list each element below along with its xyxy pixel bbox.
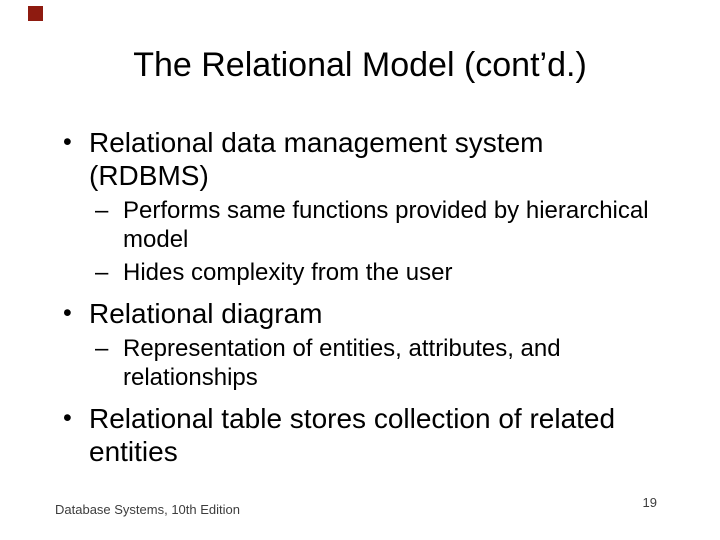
- slide-title: The Relational Model (cont’d.): [133, 46, 587, 84]
- list-item: • Relational diagram: [60, 297, 680, 330]
- list-item: • Relational table stores collection of …: [60, 402, 680, 468]
- page-number: 19: [642, 495, 657, 510]
- list-item: – Hides complexity from the user: [94, 258, 680, 287]
- list-item: – Performs same functions provided by hi…: [94, 196, 680, 254]
- dash-bullet-icon: –: [95, 259, 109, 286]
- dash-bullet-icon: –: [95, 335, 109, 362]
- dash-bullet-icon: –: [95, 197, 109, 224]
- list-item-text: Performs same functions provided by hier…: [123, 197, 649, 253]
- footer-book-title: Database Systems, 10th Edition: [55, 502, 240, 517]
- list-item-text: Relational data management system (RDBMS…: [89, 127, 544, 191]
- list-item-text: Relational diagram: [89, 298, 323, 329]
- bullet-dot-icon: •: [63, 299, 72, 327]
- list-item: • Relational data management system (RDB…: [60, 126, 680, 192]
- bullet-dot-icon: •: [63, 404, 72, 432]
- list-item: – Representation of entities, attributes…: [94, 334, 680, 392]
- accent-square-icon: [28, 6, 43, 21]
- list-item-text: Hides complexity from the user: [123, 259, 453, 286]
- list-item-text: Representation of entities, attributes, …: [123, 335, 561, 391]
- list-item-text: Relational table stores collection of re…: [89, 403, 616, 467]
- bullet-list: • Relational data management system (RDB…: [60, 126, 680, 468]
- bullet-dot-icon: •: [63, 128, 72, 156]
